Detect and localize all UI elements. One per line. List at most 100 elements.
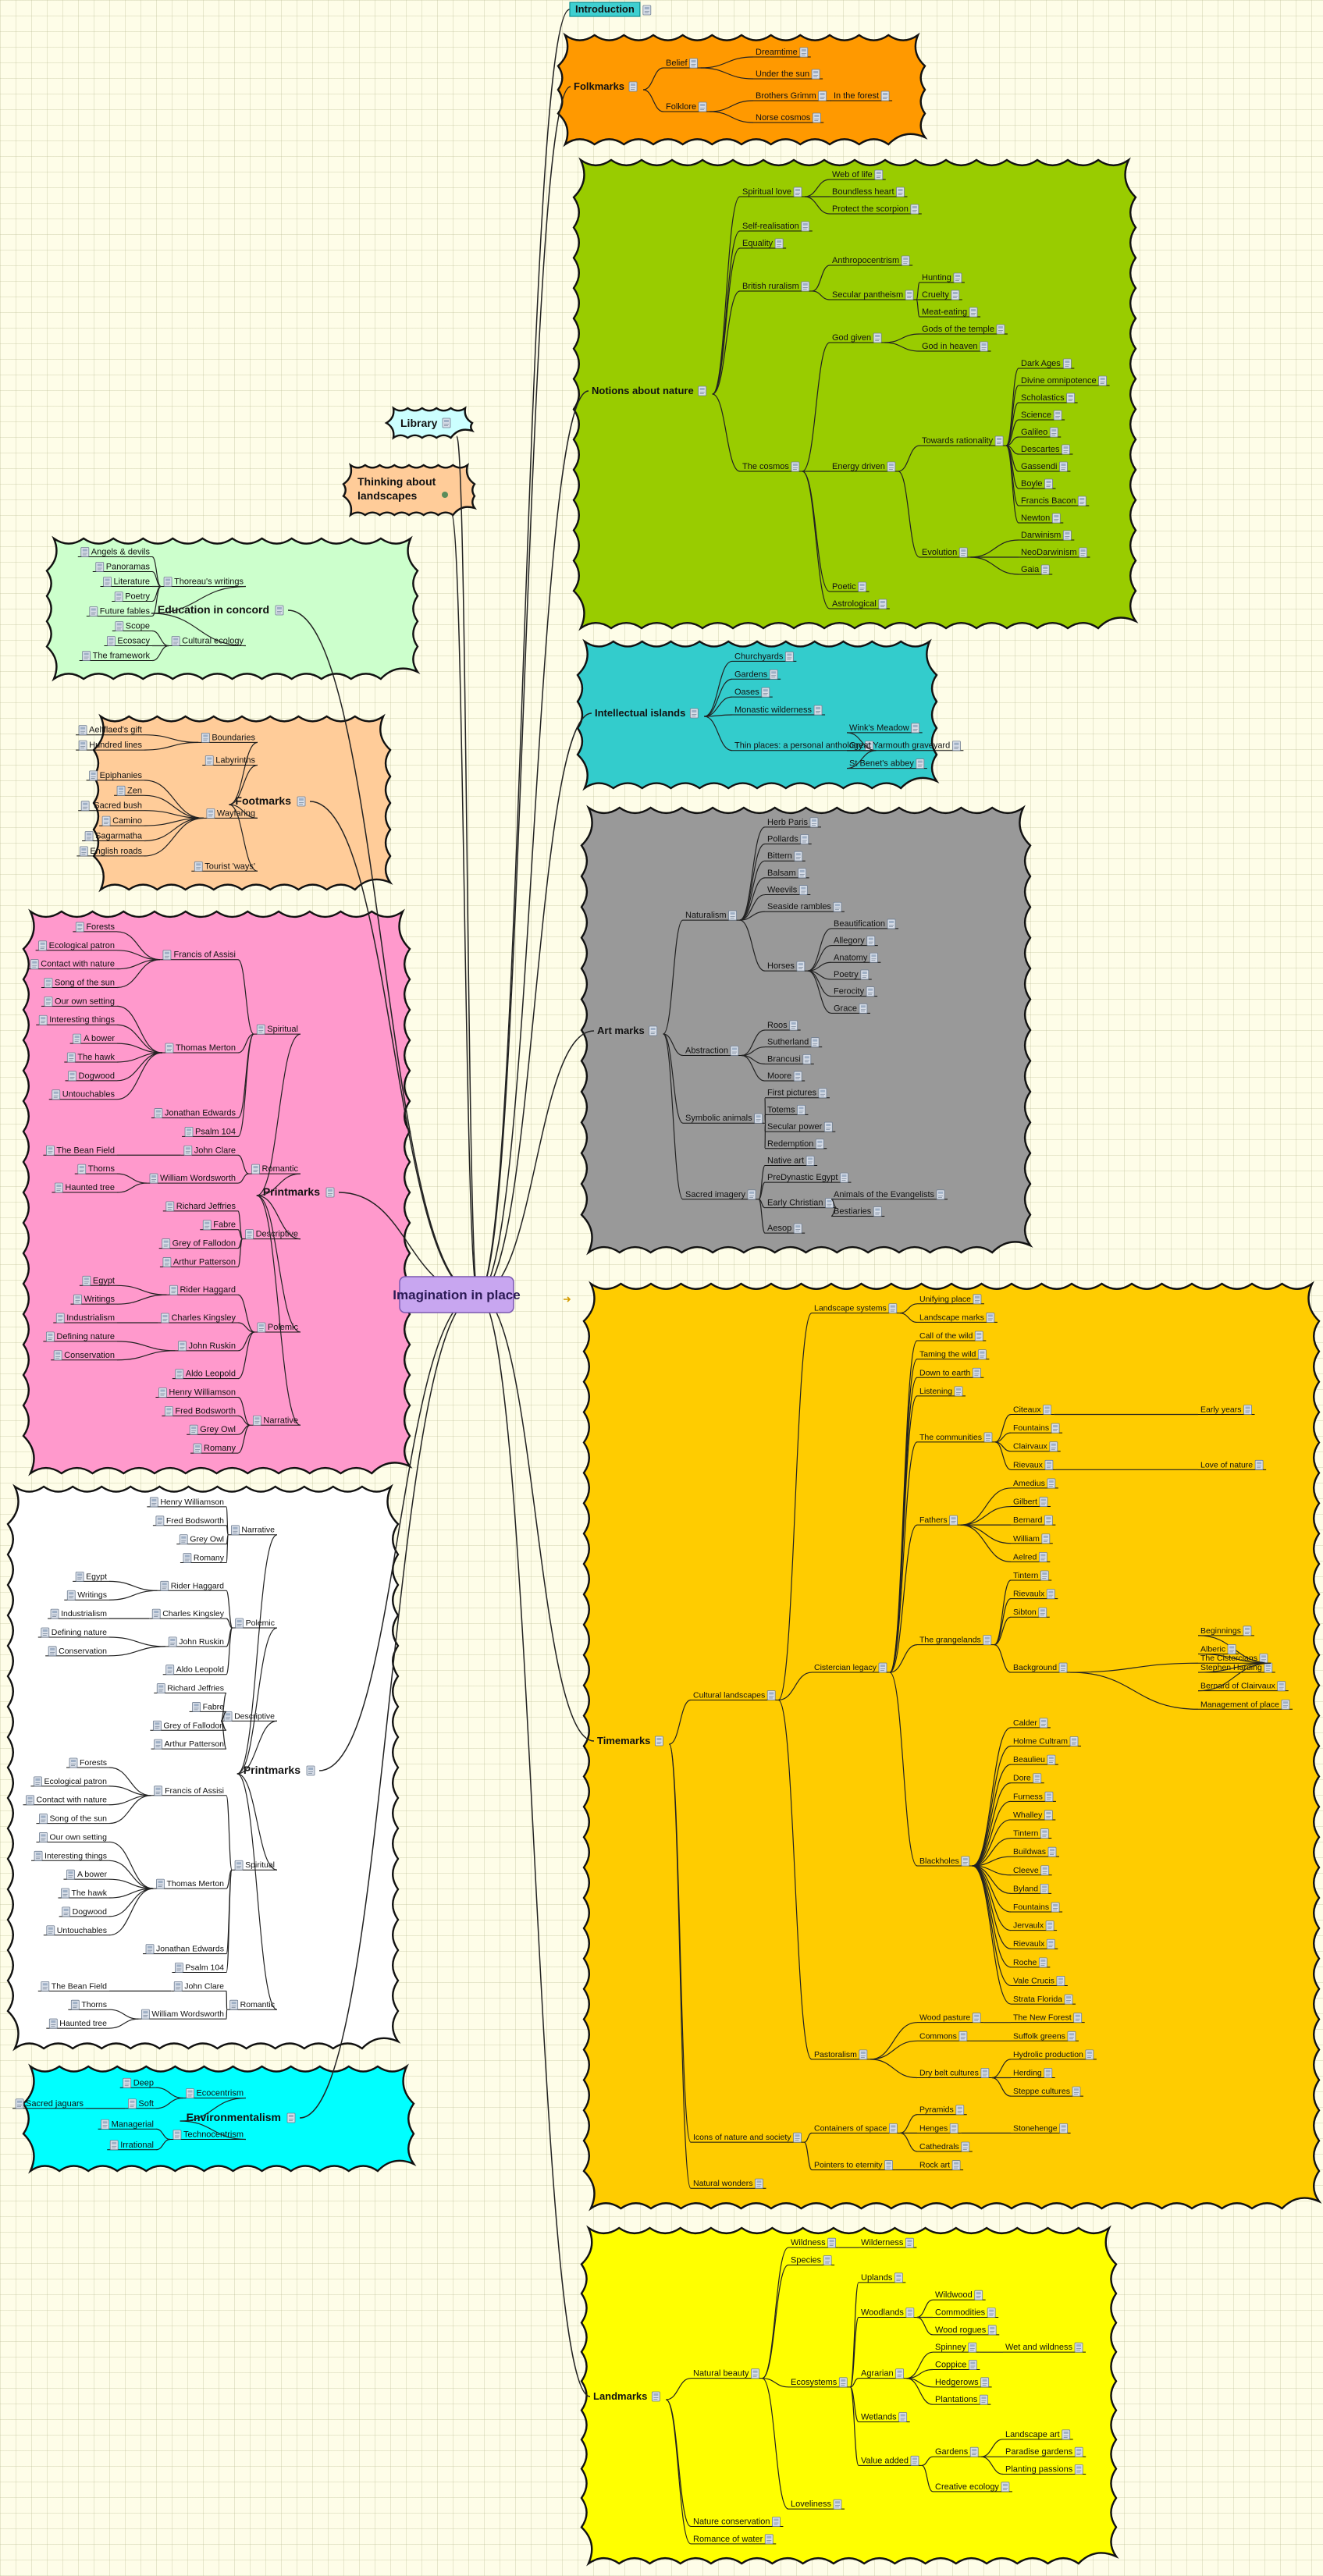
note-icon[interactable] <box>955 2105 965 2116</box>
note-icon[interactable] <box>870 952 878 963</box>
note-icon[interactable] <box>1066 393 1076 403</box>
node-psalm-104[interactable]: Psalm 104 <box>182 1127 238 1137</box>
note-icon[interactable] <box>41 1627 50 1638</box>
node-deep[interactable]: Deep <box>119 2077 156 2088</box>
note-icon[interactable] <box>231 1525 240 1536</box>
node-protect-the-scorpion[interactable]: Protect the scorpion <box>830 204 922 215</box>
note-icon[interactable] <box>82 1275 91 1286</box>
node-anatomy[interactable]: Anatomy <box>831 952 881 963</box>
node-moore[interactable]: Moore <box>765 1071 806 1082</box>
node-fountains[interactable]: Fountains <box>1011 1902 1063 1913</box>
node-brothers-grimm[interactable]: Brothers Grimm <box>753 91 830 101</box>
node-cathedrals[interactable]: Cathedrals <box>917 2141 973 2152</box>
note-icon[interactable] <box>952 741 961 751</box>
node-arthur-patterson[interactable]: Arthur Patterson <box>151 1739 226 1750</box>
note-icon[interactable] <box>41 1981 50 1992</box>
note-icon[interactable] <box>1046 1938 1055 1949</box>
note-icon[interactable] <box>234 1860 244 1871</box>
note-icon[interactable] <box>162 1238 171 1249</box>
note-icon[interactable] <box>1038 1551 1047 1562</box>
note-icon[interactable] <box>165 1201 175 1212</box>
node-landscape-marks[interactable]: Landscape marks <box>917 1313 998 1323</box>
node-abstraction[interactable]: Abstraction <box>683 1046 742 1057</box>
node-nature-conservation[interactable]: Nature conservation <box>691 2517 784 2527</box>
node-plantations[interactable]: Plantations <box>933 2394 991 2405</box>
note-icon[interactable] <box>194 861 203 872</box>
note-icon[interactable] <box>286 2112 296 2123</box>
node-spiritual[interactable]: Spiritual <box>232 1860 277 1871</box>
node-sibton[interactable]: Sibton <box>1011 1607 1050 1618</box>
note-icon[interactable] <box>80 547 90 557</box>
note-icon[interactable] <box>1062 2429 1071 2440</box>
note-icon[interactable] <box>39 1814 48 1824</box>
attachment-icon[interactable] <box>442 492 448 498</box>
node-industrialism[interactable]: Industrialism <box>53 1313 117 1324</box>
note-icon[interactable] <box>202 1220 212 1231</box>
note-icon[interactable] <box>911 723 920 734</box>
note-icon[interactable] <box>910 2455 919 2466</box>
note-icon[interactable] <box>89 606 98 616</box>
node-value-added[interactable]: Value added <box>859 2455 922 2466</box>
topic-environmentalism[interactable]: EnvironmentalismEcocentrismDeepSoftSacre… <box>12 2077 296 2151</box>
node-ecological-patron[interactable]: Ecological patron <box>35 940 117 951</box>
note-icon[interactable] <box>1040 1883 1049 1894</box>
topic-introduction[interactable]: Introduction <box>569 2 652 17</box>
node-francis-bacon[interactable]: Francis Bacon <box>1019 496 1090 506</box>
note-icon[interactable] <box>245 1229 254 1240</box>
note-icon[interactable] <box>165 1665 175 1675</box>
node-the-hawk[interactable]: The hawk <box>64 1052 117 1063</box>
node-wetlands[interactable]: Wetlands <box>859 2412 910 2422</box>
node-citeaux[interactable]: Citeaux <box>1011 1405 1054 1415</box>
node-herb-paris[interactable]: Herb Paris <box>765 817 821 828</box>
note-icon[interactable] <box>1059 2123 1069 2134</box>
node-bernard[interactable]: Bernard <box>1011 1515 1056 1526</box>
note-icon[interactable] <box>79 846 88 857</box>
note-icon[interactable] <box>866 986 875 997</box>
note-icon[interactable] <box>958 547 968 558</box>
note-icon[interactable] <box>149 1497 158 1508</box>
note-icon[interactable] <box>1047 1478 1056 1489</box>
note-icon[interactable] <box>1039 1497 1048 1507</box>
note-icon[interactable] <box>171 636 180 646</box>
node-spiritual[interactable]: Spiritual <box>254 1024 301 1035</box>
note-icon[interactable] <box>156 1878 165 1889</box>
node-grey-owl[interactable]: Grey Owl <box>187 1424 238 1435</box>
note-icon[interactable] <box>764 2534 774 2545</box>
note-icon[interactable] <box>84 831 94 841</box>
note-icon[interactable] <box>916 759 925 769</box>
node-gods-of-the-temple[interactable]: Gods of the temple <box>919 324 1008 335</box>
node-ecocentrism[interactable]: Ecocentrism <box>183 2088 246 2098</box>
node-poetic[interactable]: Poetic <box>830 581 870 592</box>
node-containers-of-space[interactable]: Containers of space <box>812 2123 901 2134</box>
node-defining-nature[interactable]: Defining nature <box>37 1627 109 1638</box>
note-icon[interactable] <box>34 1776 42 1787</box>
node-secular-pantheism[interactable]: Secular pantheism <box>830 290 917 300</box>
note-icon[interactable] <box>162 1257 172 1267</box>
node-weevils[interactable]: Weevils <box>765 885 811 896</box>
note-icon[interactable] <box>1051 1902 1060 1913</box>
node-descriptive[interactable]: Descriptive <box>242 1229 301 1240</box>
note-icon[interactable] <box>774 238 784 249</box>
note-icon[interactable] <box>823 1121 833 1132</box>
node-forests[interactable]: Forests <box>73 922 117 933</box>
node-secular-power[interactable]: Secular power <box>765 1121 836 1132</box>
note-icon[interactable] <box>163 577 172 587</box>
note-icon[interactable] <box>1072 2086 1081 2097</box>
note-icon[interactable] <box>860 969 870 980</box>
node-aesop[interactable]: Aesop <box>765 1223 806 1234</box>
node-song-of-the-sun[interactable]: Song of the sun <box>41 978 117 989</box>
note-icon[interactable] <box>48 1646 57 1657</box>
node-boundaries[interactable]: Boundaries <box>198 733 258 743</box>
note-icon[interactable] <box>30 959 39 970</box>
note-icon[interactable] <box>1227 1644 1236 1654</box>
node-gilbert[interactable]: Gilbert <box>1011 1497 1051 1508</box>
node-rock-art[interactable]: Rock art <box>917 2160 964 2171</box>
note-icon[interactable] <box>791 461 800 472</box>
node-furness[interactable]: Furness <box>1011 1791 1056 1802</box>
note-icon[interactable] <box>880 91 890 101</box>
node-native-art[interactable]: Native art <box>765 1156 818 1166</box>
node-egypt[interactable]: Egypt <box>79 1275 117 1286</box>
note-icon[interactable] <box>75 922 84 933</box>
note-icon[interactable] <box>186 2088 194 2098</box>
